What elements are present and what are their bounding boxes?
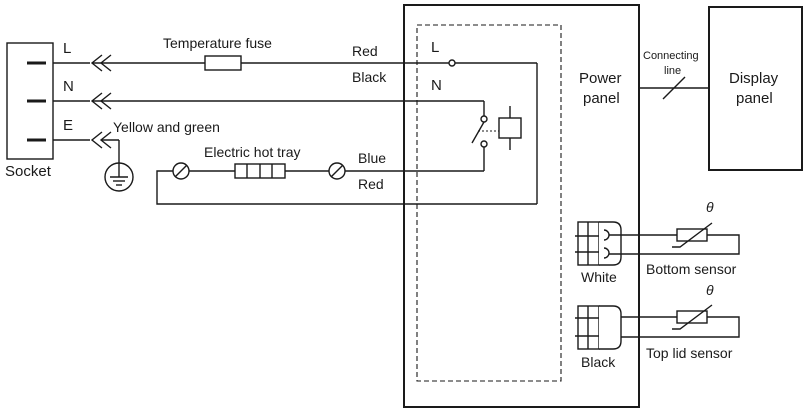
top-lid-sensor-thermistor-icon [672,304,713,330]
socket-terminal-e: E [63,117,73,134]
display-panel-box [708,6,803,171]
temperature-fuse-icon [204,55,242,71]
wire-tray-return-loop [156,170,537,205]
terminal-l-point [448,59,456,67]
socket-terminal-n: N [63,78,74,95]
hot-tray-terminal-left [172,162,190,180]
socket-label: Socket [5,163,52,180]
power-panel-terminal-n: N [431,77,442,94]
relay-contact-bottom [480,140,488,148]
wire-label-blue: Blue [358,150,386,166]
wire-label-black-top: Black [352,69,387,85]
white-connector [575,221,622,266]
socket-terminal-l: L [63,40,71,57]
bottom-sensor-theta: θ [706,199,714,215]
relay-coil-icon [498,117,522,139]
relay-contact-top [480,115,488,123]
relay-switch [471,106,522,150]
hot-tray-terminal-right [328,162,346,180]
bottom-sensor-label: Bottom sensor [646,261,737,277]
ground-icon [104,162,134,192]
power-panel-inner-board [416,24,562,382]
white-connector-label: White [581,269,617,285]
hot-tray-label: Electric hot tray [204,144,300,160]
display-panel-label-line1: Display [729,70,779,87]
connecting-line-slash [662,76,686,100]
wire-label-yellow-green: Yellow and green [113,119,220,135]
black-connector-label: Black [581,354,616,370]
bottom-sensor-wire [609,234,740,255]
socket: L N E Socket [5,40,74,180]
display-panel-label-line2: panel [736,90,773,107]
power-panel-title-line2: panel [583,90,620,107]
wire-label-red-top: Red [352,43,378,59]
connecting-line-label-line1: Connecting [643,50,699,62]
heating-element-icon [234,163,286,179]
connecting-line-label-line2: line [664,65,681,77]
temperature-fuse-label: Temperature fuse [163,35,272,51]
black-connector [575,305,622,350]
power-panel-box [403,4,640,408]
top-lid-sensor-label: Top lid sensor [646,345,733,361]
wire-label-red-bottom: Red [358,176,384,192]
relay-switch-arm [471,121,485,144]
power-panel-title-line1: Power [579,70,622,87]
top-lid-sensor-theta: θ [706,282,714,298]
power-panel-terminal-l: L [431,39,439,56]
bottom-sensor-thermistor-icon [672,222,713,248]
